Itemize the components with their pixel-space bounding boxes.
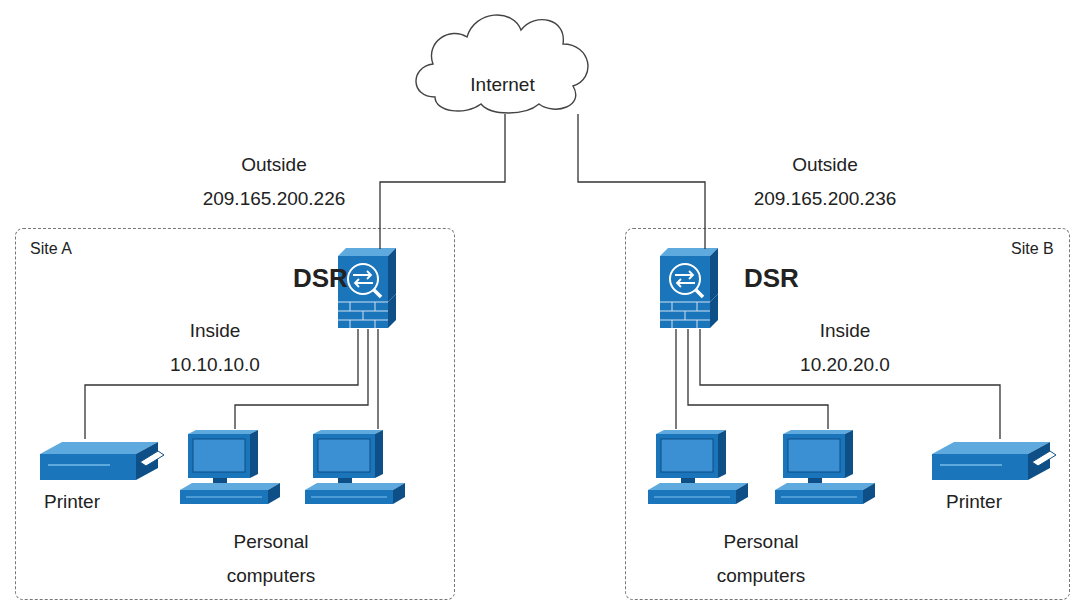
node-text: Printer: [946, 485, 1002, 519]
computer-icon: [648, 430, 748, 504]
dsr-router: DSR: [656, 249, 791, 329]
dsr-router-icon: [660, 248, 718, 328]
printer-icon: [932, 442, 1056, 480]
network-label: Inside 10.10.10.0: [160, 314, 270, 382]
printer-icon: [40, 442, 164, 480]
printer-device: Printer: [931, 439, 1056, 515]
computer-group: Personal computers: [176, 429, 408, 589]
node-text: DSR: [744, 255, 799, 302]
node-text: DSR: [293, 255, 348, 302]
node-text: Internet: [405, 68, 600, 102]
computer-group: Personal computers: [643, 429, 891, 589]
node-text: Personal computers: [196, 525, 346, 593]
node-text: Personal computers: [686, 525, 836, 593]
computer-icon: [180, 430, 280, 504]
site-boundary: Site ADSRPrinterPersonal computers: [15, 228, 455, 600]
site-boundary: Site B DSR Personal computers Printer: [625, 228, 1070, 600]
network-link: [688, 329, 828, 429]
network-link: [85, 329, 358, 439]
node-text: Site A: [30, 235, 72, 264]
computer-icon: [775, 430, 875, 504]
network-link: [377, 329, 378, 429]
edge-label: Outside 209.165.200.236: [745, 148, 905, 216]
printer-device: Printer: [39, 439, 164, 515]
network-link: [675, 329, 676, 429]
cloud-shape: [416, 15, 588, 113]
network-link: [235, 329, 368, 429]
dsr-router: DSR: [289, 249, 401, 329]
network-link: [700, 329, 1000, 439]
edge-label: Outside 209.165.200.226: [194, 148, 354, 216]
node-text: Printer: [44, 485, 100, 519]
node-text: Site B: [1011, 235, 1054, 264]
computer-icon: [305, 430, 405, 504]
cloud-outline: [405, 2, 600, 114]
internet-cloud: Internet: [405, 2, 600, 114]
network-label: Inside 10.20.20.0: [785, 314, 905, 382]
